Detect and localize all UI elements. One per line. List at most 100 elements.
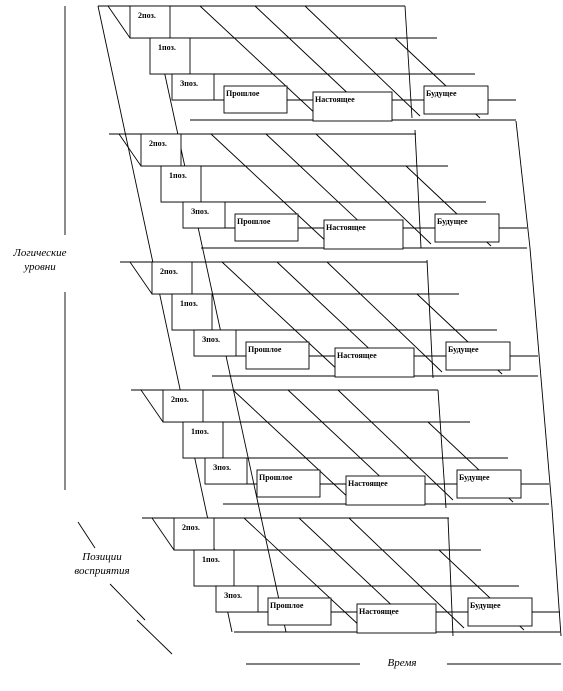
time-box-2 [323,219,404,250]
perception-axis-line-mid [109,583,146,621]
position-box-3 [193,329,237,357]
level-diagonal-1 [199,5,319,117]
perception-positions-axis-label: Позиции восприятия [60,550,144,578]
time-label-3: Будущее [459,473,490,482]
position-label-2: 1поз. [169,171,187,180]
position-label-1: 2поз. [182,523,200,532]
time-axis-label: Время [387,657,417,669]
time-box-1 [245,341,310,370]
time-label-1: Прошлое [237,217,271,226]
position-box-1 [129,5,171,39]
time-box-1 [256,469,321,498]
frame-inner-edge [149,5,287,633]
time-label-2: Настоящее [315,95,355,104]
level-diagonal-1 [210,133,330,245]
position-box-2 [149,37,191,75]
position-label-3: Зпоз. [202,335,220,344]
level-diagonal-5 [118,133,142,167]
time-box-3 [456,469,522,499]
level-diagonal-3 [337,389,454,501]
level-diagonal-3 [348,517,465,629]
perception-positions-label-line2: восприятия [74,565,130,577]
time-box-2 [345,475,426,506]
position-label-1: 2поз. [160,267,178,276]
time-label-1: Прошлое [226,89,260,98]
position-box-3 [182,201,226,229]
frame-right-edge-4 [437,389,447,509]
position-label-1: 2поз. [171,395,189,404]
position-label-2: 1поз. [158,43,176,52]
position-box-1 [140,133,182,167]
logical-levels-axis-label: Логическиe уровни [4,246,76,274]
time-box-1 [234,213,299,242]
position-label-2: 1поз. [191,427,209,436]
position-label-3: Зпоз. [180,79,198,88]
time-box-3 [445,341,511,371]
position-box-2 [171,293,213,331]
level-diagonal-3 [315,133,432,245]
frame-right-edge-bottom [447,517,454,637]
time-label-3: Будущее [470,601,501,610]
levels-group: 2поз.1поз.Зпоз.ПрошлоеНастоящееБудущее2п… [98,5,560,634]
position-box-1 [162,389,204,423]
time-label-2: Настоящее [326,223,366,232]
time-label-1: Прошлое [270,601,304,610]
time-label-1: Прошлое [259,473,293,482]
level-diagonal-1 [232,389,352,501]
position-box-1 [173,517,215,551]
position-label-3: Зпоз. [224,591,242,600]
time-box-3 [467,597,533,627]
time-box-1 [223,85,288,114]
position-box-3 [215,585,259,613]
time-box-2 [356,603,437,634]
time-label-3: Будущее [426,89,457,98]
frame-far-right-3 [540,377,553,509]
position-box-3 [171,73,215,101]
level-diagonal-3 [326,261,443,373]
position-box-1 [151,261,193,295]
perception-axis-line-top [77,521,96,549]
perception-positions-label-line1: Позиции [82,551,122,563]
position-box-2 [160,165,202,203]
position-label-2: 1поз. [180,299,198,308]
time-box-2 [334,347,415,378]
position-label-3: Зпоз. [191,207,209,216]
time-box-3 [423,85,489,115]
logical-levels-label-line2: уровни [24,261,56,273]
position-label-2: 1поз. [202,555,220,564]
time-box-3 [434,213,500,243]
time-label-2: Настоящее [348,479,388,488]
position-box-2 [182,421,224,459]
frame-far-right-1 [515,120,531,249]
time-label-3: Будущее [448,345,479,354]
position-label-3: Зпоз. [213,463,231,472]
perception-axis-line-bottom [136,619,173,655]
position-box-3 [204,457,248,485]
time-label-2: Настоящее [337,351,377,360]
frame-right-edge-3 [426,259,434,379]
frame-right-edge-top [404,5,413,119]
time-label-3: Будущее [437,217,468,226]
frame-far-right-2 [529,247,542,379]
position-box-2 [193,549,235,587]
time-label-2: Настоящее [359,607,399,616]
level-diagonal-1 [221,261,341,373]
level-diagonal-5 [140,389,164,423]
level-diagonal-3 [304,5,421,117]
level-diagonal-5 [129,261,153,295]
level-diagonal-5 [107,5,131,39]
time-box-1 [267,597,332,626]
logical-levels-label-line1: Логическиe [13,247,67,259]
time-label-1: Прошлое [248,345,282,354]
position-label-1: 2поз. [149,139,167,148]
level-diagonal-1 [243,517,363,629]
frame-right-edge-2 [414,129,422,249]
level-diagonal-5 [151,517,175,551]
time-box-2 [312,91,393,122]
frame-far-right-4 [551,507,562,637]
position-label-1: 2поз. [138,11,156,20]
